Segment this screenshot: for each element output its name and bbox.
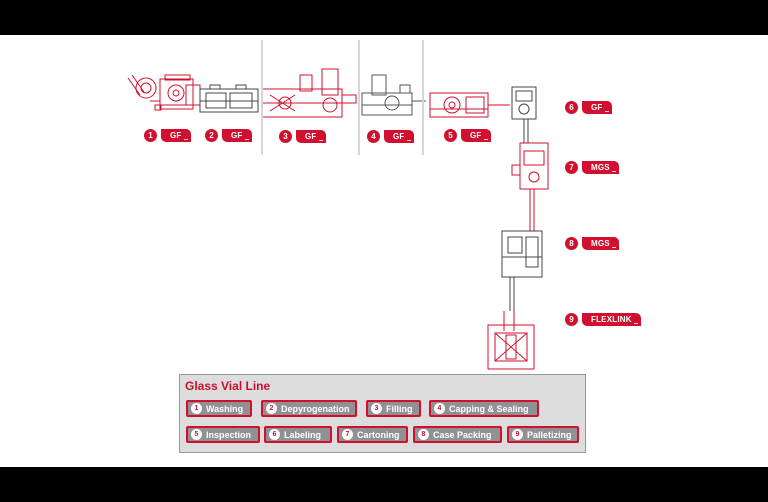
step-number-icon: 1 [144,129,157,142]
step-number-icon: 9 [565,313,578,326]
legend-step-capping-sealing: 4 Capping & Sealing [429,400,539,417]
step-number-icon: 5 [191,429,202,440]
supplier-badge: GF [296,130,326,143]
step-number-icon: 2 [266,403,277,414]
supplier-badge: GF [461,129,491,142]
step-number-icon: 8 [418,429,429,440]
legend-step-filling: 3 Filling [366,400,421,417]
legend-step-washing: 1 Washing [186,400,252,417]
glass-vial-line-diagram: 1 GF 2 GF 3 GF 4 GF 5 GF 6 GF 7 MGS 8 MG… [0,35,768,467]
step-number-icon: 8 [565,237,578,250]
step-number-icon: 1 [191,403,202,414]
washer-machine [127,74,201,111]
capping-machine [361,74,426,116]
supplier-tag-4: 4 GF [367,130,414,143]
supplier-badge: GF [384,130,414,143]
supplier-tag-3: 3 GF [279,130,326,143]
section-divider [358,40,360,155]
step-number-icon: 7 [565,161,578,174]
legend-step-labeling: 6 Labeling [264,426,332,443]
case-packer-machine [501,230,543,311]
legend-step-inspection: 5 Inspection [186,426,260,443]
step-number-icon: 6 [565,101,578,114]
step-number-icon: 7 [342,429,353,440]
cartoner-machine [511,142,549,231]
depyrogenation-tunnel [199,84,259,113]
supplier-tag-1: 1 GF [144,129,191,142]
inspection-machine [429,92,510,118]
step-label: Filling [386,403,413,414]
step-number-icon: 2 [205,129,218,142]
step-number-icon: 6 [269,429,280,440]
palletizer-machine [487,311,535,370]
labeling-machine [511,86,537,143]
step-number-icon: 9 [512,429,523,440]
filling-machine [261,68,357,118]
section-divider [261,40,263,155]
step-number-icon: 3 [279,130,292,143]
step-label: Cartoning [357,429,400,440]
step-label: Washing [206,403,244,414]
step-number-icon: 4 [367,130,380,143]
step-label: Labeling [284,429,322,440]
supplier-badge: GF [222,129,252,142]
supplier-badge: MGS [582,161,619,174]
supplier-tag-7: 7 MGS [565,161,619,174]
step-number-icon: 4 [434,403,445,414]
legend-step-case-packing: 8 Case Packing [413,426,502,443]
supplier-tag-9: 9 FLEXLINK [565,313,641,326]
legend-step-cartoning: 7 Cartoning [337,426,408,443]
step-label: Depyrogenation [281,403,350,414]
step-label: Capping & Sealing [449,403,529,414]
process-legend: Glass Vial Line 1 Washing 2 Depyrogenati… [179,374,586,453]
step-label: Palletizing [527,429,572,440]
supplier-badge: GF [161,129,191,142]
legend-title: Glass Vial Line [185,379,271,393]
section-divider [422,40,424,155]
supplier-badge: GF [582,101,612,114]
step-number-icon: 3 [371,403,382,414]
supplier-tag-5: 5 GF [444,129,491,142]
step-number-icon: 5 [444,129,457,142]
step-label: Case Packing [433,429,492,440]
step-label: Inspection [206,429,252,440]
supplier-tag-2: 2 GF [205,129,252,142]
supplier-tag-6: 6 GF [565,101,612,114]
supplier-tag-8: 8 MGS [565,237,619,250]
legend-step-depyrogenation: 2 Depyrogenation [261,400,357,417]
legend-step-palletizing: 9 Palletizing [507,426,579,443]
supplier-badge: FLEXLINK [582,313,641,326]
supplier-badge: MGS [582,237,619,250]
machine-layout-drawing [127,68,549,370]
